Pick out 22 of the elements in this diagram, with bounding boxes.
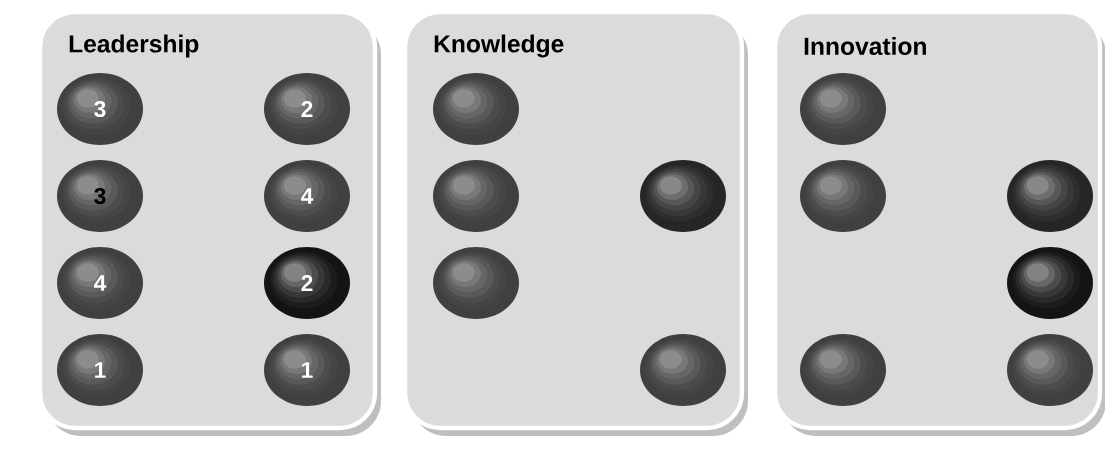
sphere (800, 73, 886, 145)
numbered-sphere: 3 (57, 160, 143, 232)
sphere (1007, 334, 1093, 406)
sphere (433, 247, 519, 319)
panel-heading: Leadership (69, 34, 199, 58)
panel-heading: Knowledge (434, 34, 564, 58)
sphere (640, 334, 726, 406)
panel-heading: Innovation (804, 36, 926, 56)
numbered-sphere: 3 (57, 73, 143, 145)
numbered-sphere: 1 (57, 334, 143, 406)
numbered-sphere: 2 (264, 247, 350, 319)
sphere (800, 160, 886, 232)
sphere (1007, 247, 1093, 319)
sphere (433, 73, 519, 145)
numbered-sphere: 1 (264, 334, 350, 406)
sphere (800, 334, 886, 406)
numbered-sphere: 4 (264, 160, 350, 232)
sphere (1007, 160, 1093, 232)
sphere (433, 160, 519, 232)
numbered-sphere: 4 (57, 247, 143, 319)
sphere (640, 160, 726, 232)
numbered-sphere: 2 (264, 73, 350, 145)
